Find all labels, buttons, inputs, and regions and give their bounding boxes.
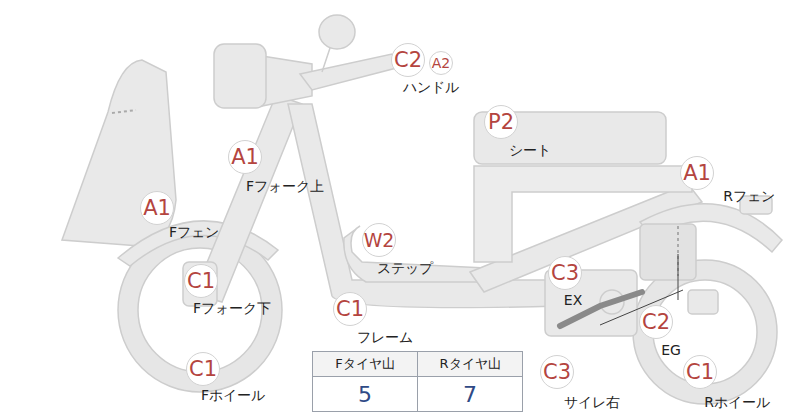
callout-number: C1 — [684, 356, 716, 388]
callout-circle: C3サイレ右 — [540, 355, 574, 389]
table-value: 5 — [313, 377, 418, 412]
callout-number: C1 — [185, 265, 217, 297]
callout-circle: C2ハンドル — [391, 43, 425, 77]
callout-circle: C1Fホイール — [186, 352, 220, 386]
callout-circle: C1フレーム — [333, 292, 367, 326]
part-name: Fフォーク上 — [246, 179, 324, 194]
part-name: Rホイール — [704, 395, 770, 410]
table-header: Fタイヤ山 — [313, 352, 418, 377]
part-name: EX — [564, 293, 582, 308]
callout-circle: W2ステップ — [362, 223, 396, 257]
callout-number: C1 — [334, 293, 366, 325]
part-name: シート — [509, 143, 551, 158]
callout-number: A1 — [229, 141, 261, 173]
callout-circle: C3EX — [548, 256, 582, 290]
callout-circle: C1Rホイール — [683, 355, 717, 389]
callout-circle: A1Rフェン — [680, 156, 714, 190]
callout-number: W2 — [363, 224, 395, 256]
table-value: 7 — [418, 377, 523, 412]
part-name: EG — [661, 343, 681, 358]
part-name: Rフェン — [723, 189, 775, 204]
callout-number: P2 — [485, 106, 517, 138]
part-name: Fフェン — [169, 225, 219, 240]
table-header: Rタイヤ山 — [418, 352, 523, 377]
callout-circle: A2 — [429, 51, 453, 75]
callout-number: A2 — [430, 52, 452, 74]
callout-circle: A1Fフォーク上 — [228, 140, 262, 174]
callout-circle: C2EG — [639, 305, 673, 339]
part-name: Fフォーク下 — [193, 301, 271, 316]
callout-number: A1 — [681, 157, 713, 189]
part-name: ハンドル — [403, 80, 459, 95]
callout-number: C2 — [392, 44, 424, 76]
part-name: Fホイール — [201, 388, 265, 403]
callout-number: C3 — [549, 257, 581, 289]
tread-table: Fタイヤ山Rタイヤ山57 — [312, 351, 523, 412]
callout-circle: A1Fフェン — [140, 191, 174, 225]
part-name: ステップ — [377, 261, 433, 276]
callout-circle: C1Fフォーク下 — [184, 264, 218, 298]
part-name: サイレ右 — [564, 395, 620, 410]
callout-number: A1 — [141, 192, 173, 224]
callout-circle: P2シート — [484, 105, 518, 139]
callout-number: C3 — [541, 356, 573, 388]
callout-number: C2 — [640, 306, 672, 338]
part-name: フレーム — [357, 330, 413, 345]
callout-number: C1 — [187, 353, 219, 385]
